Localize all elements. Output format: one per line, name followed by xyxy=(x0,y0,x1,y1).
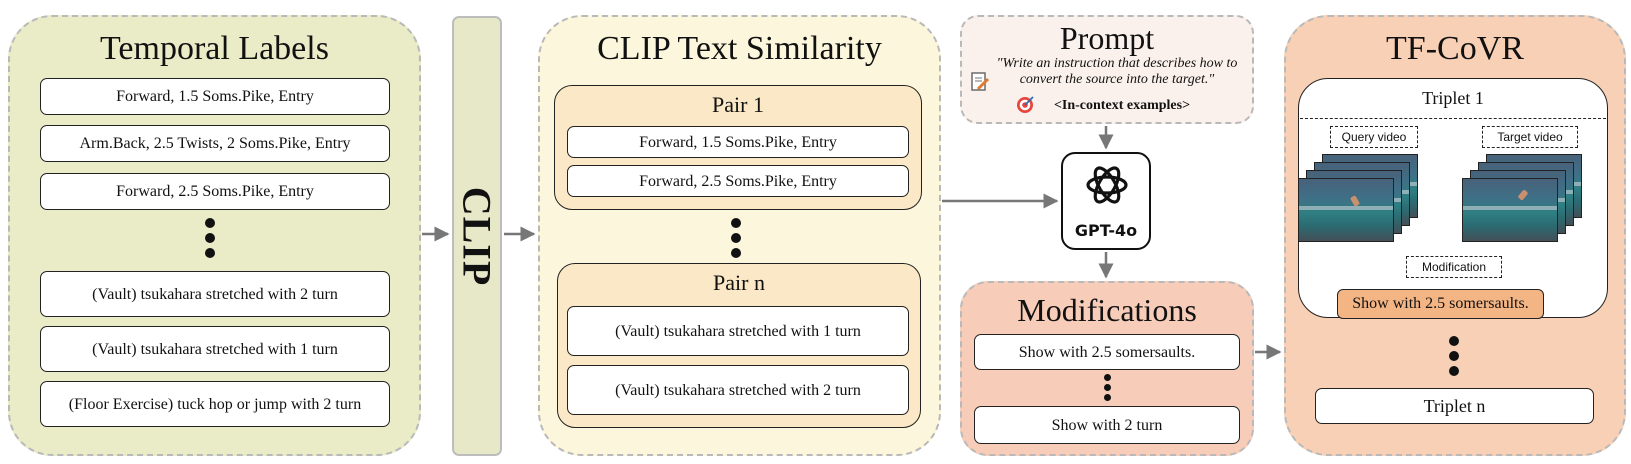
modification-text: Show with 2.5 somersaults. xyxy=(1337,289,1544,319)
video-frame xyxy=(1298,178,1394,242)
ellipsis-dots xyxy=(204,218,216,263)
pair-item: Forward, 1.5 Soms.Pike, Entry xyxy=(567,126,909,158)
temporal-label-item: (Floor Exercise) tuck hop or jump with 2… xyxy=(40,381,390,427)
ellipsis-dots xyxy=(730,218,742,263)
ellipsis-dots xyxy=(1101,374,1113,404)
triplet-n-box: Triplet n xyxy=(1315,388,1594,424)
modification-item: Show with 2.5 somersaults. xyxy=(974,334,1240,370)
pair-item: Forward, 2.5 Soms.Pike, Entry xyxy=(567,165,909,197)
triplet-1-title: Triplet 1 xyxy=(1422,88,1484,108)
temporal-label-item: (Vault) tsukahara stretched with 1 turn xyxy=(40,326,390,372)
modification-label: Modification xyxy=(1406,256,1502,278)
document-pen-icon xyxy=(971,72,990,91)
target-icon xyxy=(1017,96,1034,113)
temporal-label-item: Forward, 1.5 Soms.Pike, Entry xyxy=(40,78,390,115)
triplet-separator xyxy=(1300,118,1606,119)
clip-similarity-title: CLIP Text Similarity xyxy=(597,30,882,67)
query-video-label: Query video xyxy=(1330,126,1418,148)
video-frame xyxy=(1462,178,1558,242)
prompt-panel xyxy=(960,15,1254,124)
gpt-4o-box: GPT-4o xyxy=(1061,152,1151,250)
pair-title: Pair n xyxy=(713,270,765,295)
temporal-label-item: (Vault) tsukahara stretched with 2 turn xyxy=(40,271,390,317)
temporal-label-item: Forward, 2.5 Soms.Pike, Entry xyxy=(40,173,390,210)
in-context-examples: <In-context examples> xyxy=(1053,98,1191,113)
pair-title: Pair 1 xyxy=(712,92,764,117)
target-video-label: Target video xyxy=(1482,126,1578,148)
prompt-quote: "Write an instruction that describes how… xyxy=(996,56,1238,87)
modification-item: Show with 2 turn xyxy=(974,406,1240,444)
temporal-label-item: Arm.Back, 2.5 Twists, 2 Soms.Pike, Entry xyxy=(40,125,390,162)
prompt-title: Prompt xyxy=(1059,20,1155,56)
tf-covr-title: TF-CoVR xyxy=(1386,30,1524,67)
modifications-title: Modifications xyxy=(1017,292,1197,328)
pair-item: (Vault) tsukahara stretched with 2 turn xyxy=(567,365,909,415)
gpt-4o-label: GPT-4o xyxy=(1074,221,1138,240)
openai-logo-icon xyxy=(1086,166,1128,204)
clip-encoder-bar xyxy=(452,16,502,456)
temporal-labels-title: Temporal Labels xyxy=(100,30,329,67)
pair-item: (Vault) tsukahara stretched with 1 turn xyxy=(567,306,909,356)
ellipsis-dots xyxy=(1448,336,1460,381)
